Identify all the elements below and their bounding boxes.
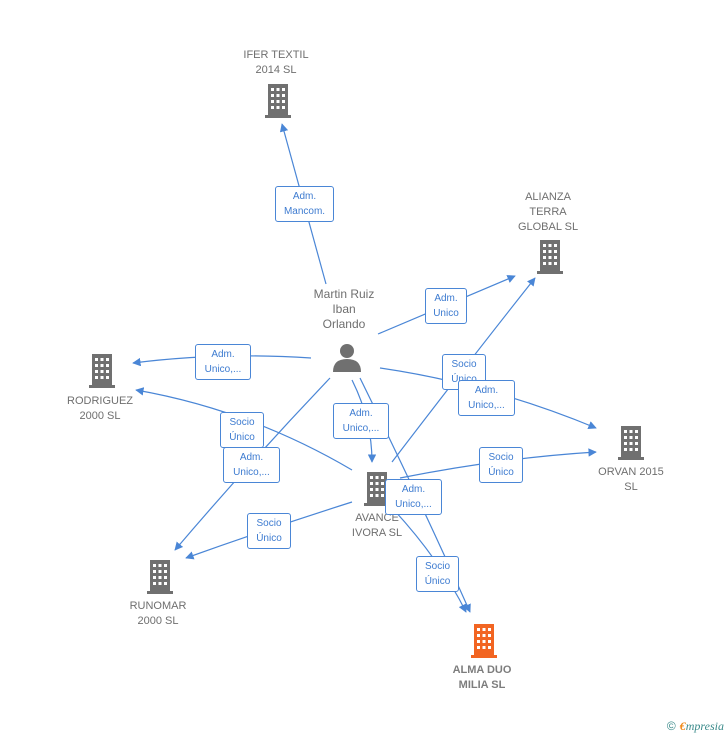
brand-name: mpresia [685,719,724,733]
building-icon[interactable] [263,84,293,118]
relation-label[interactable]: Adm. Mancom. [275,186,334,222]
focus-building-icon[interactable] [469,624,499,658]
relation-label[interactable]: Adm. Unico,... [195,344,251,380]
copyright-icon: © [666,719,676,733]
brand-letter: € [679,719,686,733]
building-icon[interactable] [362,472,392,506]
relation-label[interactable]: Socio Único [416,556,459,592]
node-label-ifer[interactable]: IFER TEXTIL 2014 SL [243,49,309,76]
relation-label[interactable]: Socio Único [220,412,264,448]
brand-logo[interactable]: ©€mpresia [667,719,724,734]
node-label-runomar[interactable]: RUNOMAR 2000 SL [129,600,187,627]
relation-label[interactable]: Adm. Unico,... [385,479,442,515]
relation-label[interactable]: Adm. Unico,... [223,447,280,483]
node-label-rodriguez[interactable]: RODRIGUEZ 2000 SL [67,395,133,422]
building-icon[interactable] [87,354,117,388]
node-label-avance[interactable]: AVANCE IVORA SL [351,512,403,539]
relation-label[interactable]: Adm. Unico [425,288,467,324]
relation-label[interactable]: Socio Único [479,447,523,483]
node-label-alianza[interactable]: ALIANZA TERRA GLOBAL SL [517,191,579,233]
node-label-orvan[interactable]: ORVAN 2015 SL [598,466,664,493]
person-icon[interactable] [332,342,362,372]
node-label-alma[interactable]: ALMA DUO MILIA SL [452,664,512,691]
relation-label[interactable]: Adm. Unico,... [333,403,389,439]
relation-label[interactable]: Socio Único [247,513,291,549]
building-icon[interactable] [535,240,565,274]
node-label-martin[interactable]: Martin Ruiz Iban Orlando [313,287,375,331]
building-icon[interactable] [616,426,646,460]
relation-label[interactable]: Adm. Unico,... [458,380,515,416]
building-icon[interactable] [145,560,175,594]
